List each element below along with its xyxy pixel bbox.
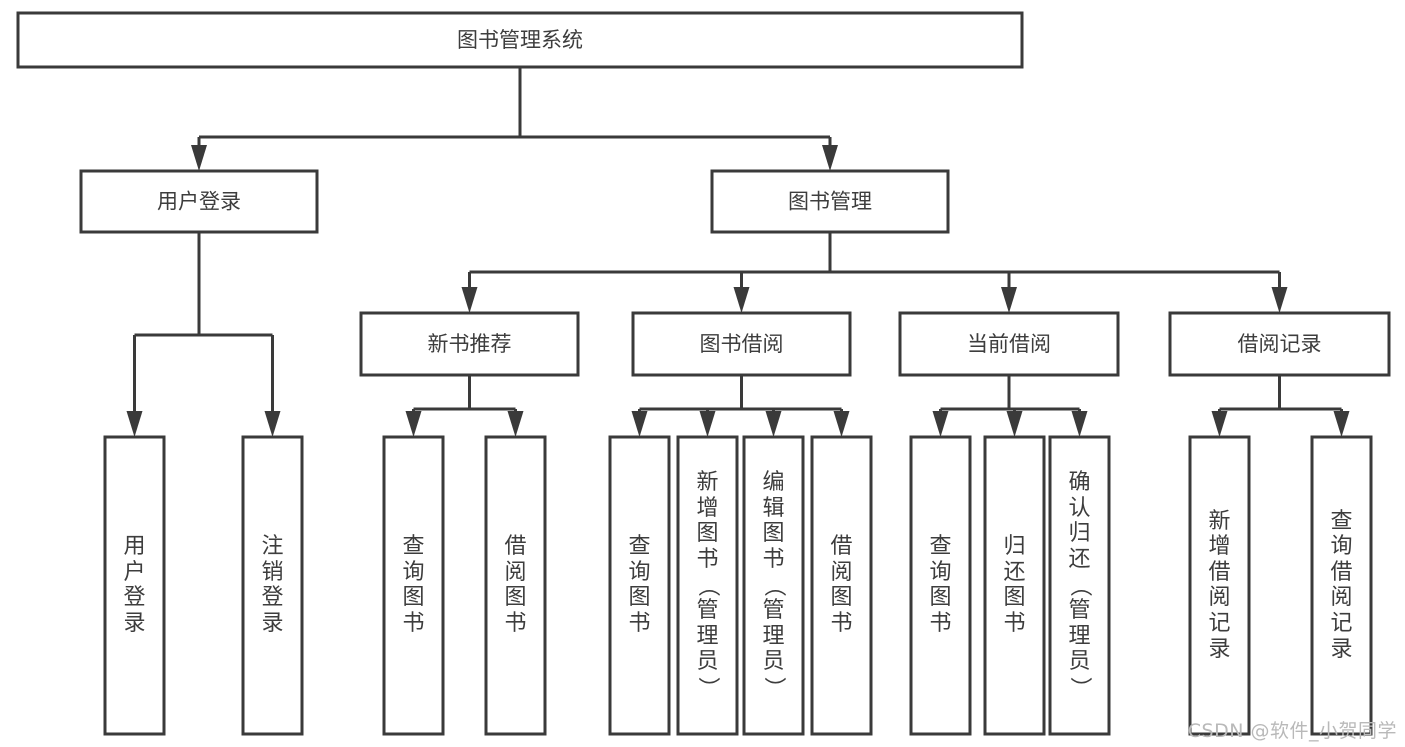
node-box-leaf_5[interactable] [676, 435, 739, 736]
arrow-head-icon [1071, 411, 1088, 437]
node-label-l3_3: 借阅记录 [1238, 332, 1322, 356]
node-box-leaf_8[interactable] [909, 435, 972, 736]
arrow-head-icon [765, 411, 782, 437]
arrow-head-icon [1006, 411, 1023, 437]
arrow-head-icon [264, 411, 281, 437]
node-label-l3_0: 新书推荐 [428, 332, 512, 356]
node-box-leaf_9[interactable] [983, 435, 1046, 736]
arrow-head-icon [631, 411, 648, 437]
arrow-head-icon [1333, 411, 1350, 437]
arrow-head-icon [699, 411, 716, 437]
connector-layer [126, 67, 1350, 437]
arrow-head-icon [405, 411, 422, 437]
arrow-head-icon [932, 411, 949, 437]
node-box-leaf_0[interactable] [103, 435, 166, 736]
node-label-root: 图书管理系统 [457, 28, 583, 52]
arrow-head-icon [733, 287, 750, 313]
node-box-l3_1[interactable] [631, 311, 852, 377]
arrow-head-icon [822, 145, 838, 171]
node-box-leaf_6[interactable] [742, 435, 805, 736]
node-box-l3_2[interactable] [898, 311, 1120, 377]
node-box-leaf_12[interactable] [1310, 435, 1373, 736]
arrow-head-icon [1271, 287, 1288, 313]
node-box-layer [16, 11, 1391, 736]
arrow-head-icon [1001, 287, 1017, 313]
node-label-l2_0: 用户登录 [157, 190, 241, 214]
node-box-root[interactable] [16, 11, 1024, 69]
node-box-l3_0[interactable] [359, 311, 580, 377]
arrow-head-icon [507, 411, 524, 437]
arrow-head-icon [1211, 411, 1228, 437]
arrow-head-icon [126, 411, 143, 437]
node-box-leaf_4[interactable] [608, 435, 671, 736]
arrow-head-icon [461, 287, 478, 313]
node-label-l2_1: 图书管理 [788, 190, 872, 214]
node-label-l3_2: 当前借阅 [967, 332, 1051, 356]
node-box-leaf_3[interactable] [484, 435, 547, 736]
node-box-leaf_7[interactable] [810, 435, 873, 736]
watermark-credit: CSDN @软件_小贺同学 [1187, 720, 1397, 742]
node-box-leaf_1[interactable] [241, 435, 304, 736]
node-box-leaf_2[interactable] [382, 435, 445, 736]
arrow-head-icon [833, 411, 850, 437]
arrow-head-icon [191, 145, 207, 171]
node-box-leaf_11[interactable] [1188, 435, 1251, 736]
node-box-l2_0[interactable] [79, 169, 319, 234]
node-label-l3_1: 图书借阅 [700, 332, 784, 356]
node-box-l3_3[interactable] [1168, 311, 1391, 377]
node-box-l2_1[interactable] [710, 169, 950, 234]
node-box-leaf_10[interactable] [1048, 435, 1111, 736]
